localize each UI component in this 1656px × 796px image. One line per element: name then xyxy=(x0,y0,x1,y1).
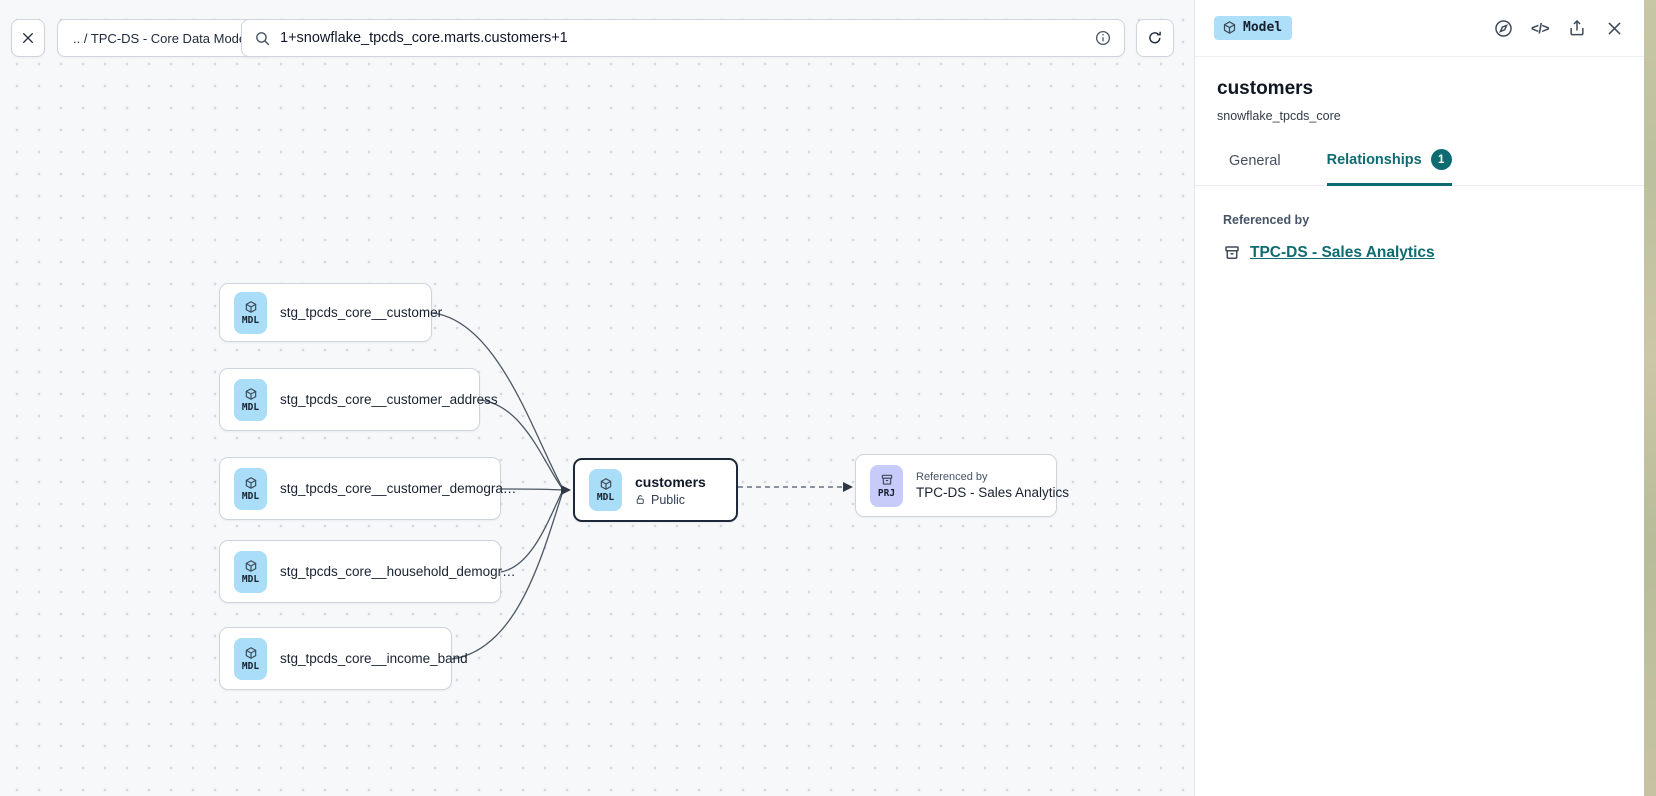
code-icon[interactable]: </> xyxy=(1530,20,1550,36)
model-chip: MDL xyxy=(234,378,267,421)
link-label: TPC-DS - Sales Analytics xyxy=(1250,244,1435,261)
node-title: TPC-DS - Sales Analytics xyxy=(916,485,1070,500)
breadcrumb[interactable]: .. / TPC-DS - Core Data Models xyxy=(57,19,272,57)
tab-count-badge: 1 xyxy=(1430,149,1452,170)
lineage-node-stg-household-demographics[interactable]: MDL stg_tpcds_core__household_demogr… xyxy=(219,540,516,603)
section-heading: Referenced by xyxy=(1223,213,1310,227)
cube-icon xyxy=(599,477,613,491)
referenced-by-section: Referenced by TPC-DS - Sales Analytics xyxy=(1195,186,1644,294)
lineage-node-stg-customer[interactable]: MDL stg_tpcds_core__customer xyxy=(219,283,442,342)
node-kicker: Referenced by xyxy=(916,471,988,483)
close-lineage-button[interactable] xyxy=(11,19,45,57)
project-chip: PRJ xyxy=(870,464,903,507)
lineage-node-stg-customer-demographics[interactable]: MDL stg_tpcds_core__customer_demogra… xyxy=(219,457,516,520)
model-chip: MDL xyxy=(589,469,622,511)
node-label: stg_tpcds_core__customer_address xyxy=(280,392,498,407)
close-icon xyxy=(20,30,36,46)
chip-label: MDL xyxy=(596,492,615,503)
info-icon[interactable] xyxy=(1094,29,1112,47)
refresh-icon xyxy=(1146,29,1164,47)
panel-tabs: General Relationships 1 xyxy=(1195,149,1644,186)
cube-icon xyxy=(244,387,258,401)
chip-label: MDL xyxy=(241,660,260,672)
panel-subtitle: snowflake_tpcds_core xyxy=(1217,109,1341,123)
lineage-node-stg-customer-address[interactable]: MDL stg_tpcds_core__customer_address xyxy=(219,368,498,431)
referencing-project-link[interactable]: TPC-DS - Sales Analytics xyxy=(1223,244,1435,262)
chip-label: MDL xyxy=(241,573,260,585)
selected-node-body: customers Public xyxy=(635,474,706,507)
edge-arrowhead xyxy=(843,482,853,492)
type-badge-label: Model xyxy=(1243,20,1283,35)
access-label: Public xyxy=(651,492,686,507)
project-box-icon xyxy=(880,473,894,487)
cube-icon xyxy=(244,559,258,573)
project-box-icon xyxy=(1223,244,1241,262)
access-row: Public xyxy=(635,493,706,507)
panel-header-actions: </> xyxy=(1491,16,1626,40)
lineage-edges xyxy=(431,312,853,660)
cube-icon xyxy=(1222,20,1237,35)
model-type-badge: Model xyxy=(1214,16,1293,40)
lineage-node-customers-selected[interactable]: MDL customers Public xyxy=(573,458,738,522)
cube-icon xyxy=(244,300,258,314)
detail-panel: Model </> customers snowflake_tpcds_core… xyxy=(1194,0,1644,796)
compass-icon[interactable] xyxy=(1491,16,1515,40)
lineage-search-bar xyxy=(241,19,1125,57)
chip-label: MDL xyxy=(241,490,260,502)
model-chip: MDL xyxy=(234,637,267,680)
close-panel-icon[interactable] xyxy=(1602,16,1626,40)
lineage-canvas[interactable]: MDL stg_tpcds_core__customer MDL stg_tpc… xyxy=(0,0,1194,796)
chip-label: MDL xyxy=(241,314,260,326)
refresh-button[interactable] xyxy=(1136,19,1174,57)
tab-label: General xyxy=(1229,152,1281,169)
lineage-node-referencing-project[interactable]: PRJ Referenced by TPC-DS - Sales Analyti… xyxy=(855,454,1069,517)
node-title: customers xyxy=(635,473,706,490)
desktop-background-sliver xyxy=(1644,0,1656,796)
model-chip: MDL xyxy=(234,291,267,334)
edge xyxy=(500,491,563,573)
panel-title: customers xyxy=(1217,78,1314,99)
share-icon[interactable] xyxy=(1565,16,1589,40)
panel-header: Model </> xyxy=(1195,0,1644,57)
chip-label: MDL xyxy=(241,401,260,413)
tab-label: Relationships xyxy=(1326,151,1422,168)
model-chip: MDL xyxy=(234,467,267,510)
node-label: stg_tpcds_core__income_band xyxy=(280,651,468,666)
model-chip: MDL xyxy=(234,550,267,593)
tab-general[interactable]: General xyxy=(1229,149,1281,185)
referenced-node-body: Referenced by TPC-DS - Sales Analytics xyxy=(916,471,1069,500)
tab-relationships[interactable]: Relationships 1 xyxy=(1326,149,1452,186)
breadcrumb-label: .. / TPC-DS - Core Data Models xyxy=(73,30,256,46)
node-label: stg_tpcds_core__customer_demogra… xyxy=(280,481,517,496)
chip-label: PRJ xyxy=(877,487,896,499)
edge-arrowhead xyxy=(561,485,571,495)
lineage-node-stg-income-band[interactable]: MDL stg_tpcds_core__income_band xyxy=(219,627,468,690)
search-input[interactable] xyxy=(280,30,1085,46)
unlock-icon xyxy=(635,494,646,505)
node-label: stg_tpcds_core__customer xyxy=(280,305,443,320)
cube-icon xyxy=(244,646,258,660)
cube-icon xyxy=(244,476,258,490)
search-icon xyxy=(254,30,271,47)
node-label: stg_tpcds_core__household_demogr… xyxy=(280,564,516,579)
